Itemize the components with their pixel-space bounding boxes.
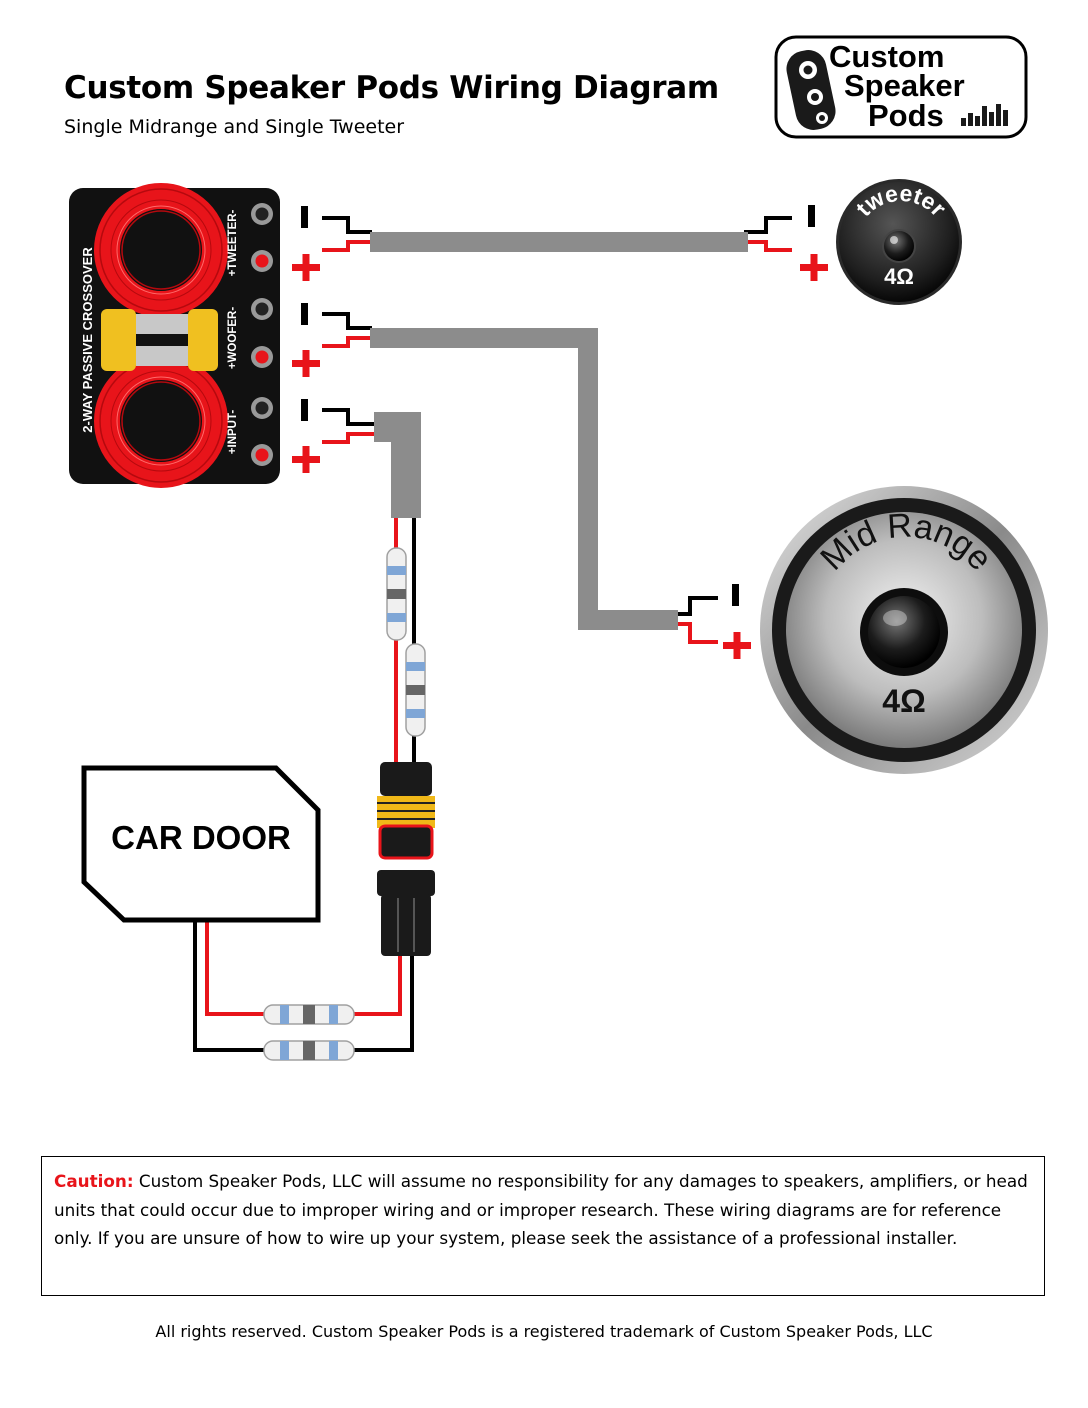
equalizer-bars-icon	[961, 104, 1008, 126]
midrange-impedance: 4Ω	[882, 683, 925, 719]
butt-connector	[263, 1040, 355, 1061]
car-door-block: CAR DOOR	[81, 765, 321, 923]
butt-connector	[263, 1004, 355, 1025]
butt-connector	[405, 643, 426, 737]
wiring-diagram: Custom Speaker Pods	[69, 35, 1048, 1061]
inductor-coil-top	[94, 183, 228, 317]
capacitor-pair	[101, 309, 218, 371]
caution-text: Custom Speaker Pods, LLC will assume no …	[54, 1171, 1028, 1248]
terminal-tweeter-negative	[251, 203, 273, 225]
butt-connector	[386, 547, 407, 641]
midrange-speaker: Mid Range 4Ω	[760, 486, 1048, 774]
tweeter-terminal-label: +TWEETER-	[227, 209, 239, 276]
caution-notice: Caution: Custom Speaker Pods, LLC will a…	[41, 1156, 1045, 1296]
speaker-cables	[370, 232, 748, 630]
input-cable	[374, 412, 421, 518]
tweeter-speaker: tweeter 4Ω	[836, 179, 962, 305]
logo-line-1: Custom	[829, 39, 944, 74]
terminal-input-positive	[251, 444, 273, 466]
weatherpack-connector-male	[377, 870, 435, 956]
tweeter-cable	[370, 232, 748, 252]
woofer-terminal-label: +WOOFER-	[227, 307, 239, 369]
tweeter-impedance: 4Ω	[884, 264, 914, 289]
logo-line-3: Pods	[868, 98, 944, 133]
logo-line-2: Speaker	[844, 68, 965, 103]
page-title: Custom Speaker Pods Wiring Diagram	[64, 70, 719, 106]
speaker-pod-icon	[786, 50, 836, 130]
butt-connectors	[263, 547, 426, 1061]
car-door-label: CAR DOOR	[111, 819, 291, 856]
crossover-label: 2-WAY PASSIVE CROSSOVER	[80, 247, 95, 433]
footer-trademark: All rights reserved. Custom Speaker Pods…	[155, 1322, 933, 1341]
input-terminal-label: +INPUT-	[227, 410, 239, 455]
crossover-leads	[322, 216, 792, 644]
passive-crossover: 2-WAY PASSIVE CROSSOVER +TWEETER- +WOOFE…	[69, 183, 280, 488]
terminal-woofer-positive	[251, 346, 273, 368]
terminal-woofer-negative	[251, 298, 273, 320]
caution-label: Caution:	[54, 1171, 134, 1191]
polarity-marks	[292, 205, 828, 659]
midrange-cable	[370, 328, 678, 630]
page-subtitle: Single Midrange and Single Tweeter	[64, 116, 405, 138]
terminal-tweeter-positive	[251, 250, 273, 272]
company-logo: Custom Speaker Pods	[774, 35, 1028, 139]
terminal-input-negative	[251, 397, 273, 419]
inductor-coil-bottom	[94, 354, 228, 488]
weatherpack-connector-female	[377, 762, 435, 860]
